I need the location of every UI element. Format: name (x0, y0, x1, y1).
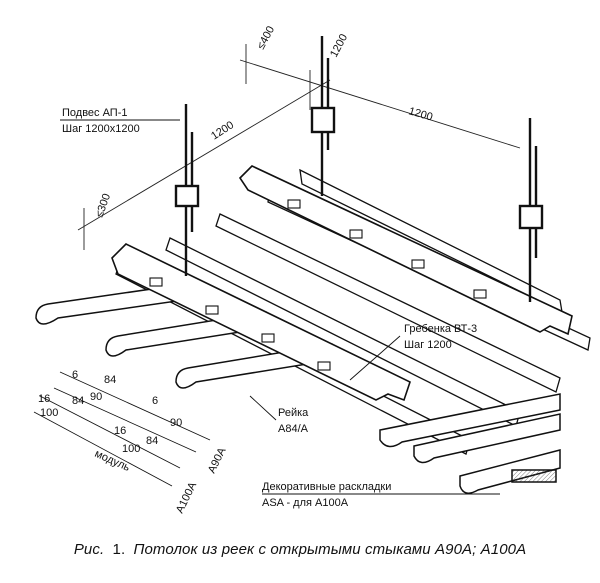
figure-caption: Рис. 1. Потолок из реек с открытыми стык… (0, 541, 600, 558)
detail-insert (511, 469, 557, 483)
caption-text: Потолок из реек с открытыми стыками А90А… (133, 541, 527, 558)
insert-name: Декоративные раскладки (262, 481, 391, 493)
detail-panel-front (379, 393, 561, 448)
a100-label: А100А (174, 480, 200, 516)
a100-dim-84-right: 84 (146, 435, 158, 447)
comb-back (238, 165, 573, 336)
dim-top-1200-a: 1200 (328, 32, 350, 59)
hanger-step: Шаг 1200x1200 (62, 123, 140, 135)
a100-dim-16-left: 16 (38, 393, 50, 405)
a100-dim-84-left: 84 (72, 395, 84, 407)
a90-dim-84: 84 (104, 374, 116, 386)
comb-front (111, 243, 411, 402)
a90-dim-90-left: 90 (90, 391, 102, 403)
a90-dim-6-right: 6 (152, 395, 158, 407)
hanger-name: Подвес АП-1 (62, 107, 128, 119)
a100-dim-16-right: 16 (114, 425, 126, 437)
detail-panel-mid (413, 413, 561, 464)
dim-left-300: ≤300 (94, 192, 114, 219)
caption-number: 1. (112, 541, 126, 558)
rail-4 (215, 213, 561, 393)
profile-a100-texts: 16 84 16 84 100 100 модуль А100А (38, 393, 199, 515)
a90-dim-90-right: 90 (170, 417, 182, 429)
dim-top-400: ≤400 (255, 24, 277, 51)
insert-note: ASA - для А100А (262, 497, 349, 509)
leader-lines (60, 119, 500, 495)
dim-top-1200-b: 1200 (407, 105, 434, 123)
comb-profiles (111, 165, 573, 402)
ceiling-diagram: ≤400 1200 1200 1200 ≤300 (33, 24, 591, 515)
dim-left-1200: 1200 (209, 119, 236, 142)
comb-teeth (149, 199, 487, 371)
insert-detail (379, 393, 561, 494)
profile-dimension-lines (33, 371, 211, 487)
rail-back (299, 168, 563, 314)
a100-dim-100-left: 100 (40, 407, 58, 419)
caption-prefix: Рис. (73, 541, 105, 558)
hangers (174, 36, 544, 302)
comb-step: Шаг 1200 (404, 339, 452, 351)
a90-label: А90А (206, 445, 229, 475)
dimension-lines (77, 44, 521, 250)
a90-dim-6-left: 6 (72, 369, 78, 381)
rail-name: Рейка (278, 407, 309, 419)
a100-dim-100-right: 100 (122, 443, 140, 455)
comb-name: Гребенка ВТ-3 (404, 323, 477, 335)
callout-texts: Подвес АП-1 Шаг 1200x1200 Гребенка ВТ-3 … (62, 107, 477, 509)
rail-type: А84/А (278, 423, 309, 435)
